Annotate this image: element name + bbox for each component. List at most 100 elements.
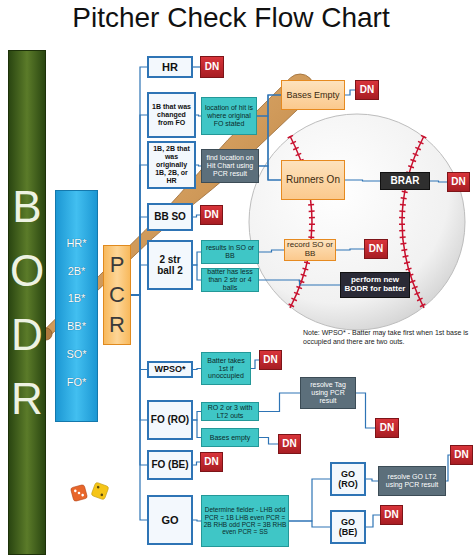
connector-line bbox=[193, 252, 201, 265]
done-box: DN bbox=[355, 80, 379, 100]
state-box: Runners On bbox=[281, 160, 345, 200]
node-text: DN bbox=[369, 243, 383, 254]
process-box: resolve GO LT2 using PCR result bbox=[378, 466, 446, 496]
done-box: DN bbox=[450, 445, 473, 465]
result-list-box: HR*2B*1B*BB*SO*FO* bbox=[55, 190, 98, 422]
outcome-box: HR bbox=[147, 56, 193, 78]
outcome-box: GO (RO) bbox=[330, 462, 366, 496]
node-text: DN bbox=[360, 84, 374, 95]
die-body bbox=[70, 484, 87, 501]
connector-line bbox=[345, 180, 380, 181]
outcome-box: FO (RO) bbox=[147, 400, 193, 440]
outcome-box: GO (BE) bbox=[330, 510, 366, 544]
done-box: DN bbox=[200, 205, 223, 225]
die-pip bbox=[100, 493, 103, 496]
process-box: results in SO or BB bbox=[201, 240, 259, 264]
die bbox=[91, 482, 109, 500]
done-box: DN bbox=[447, 172, 470, 192]
process-box: Determine fielder - LHB odd PCR = 1B LHB… bbox=[201, 495, 289, 547]
node-text: PCR bbox=[107, 250, 127, 340]
node-text: Batter takes 1st if unoccupied bbox=[203, 357, 249, 380]
connector-line bbox=[193, 215, 200, 217]
node-text: Bases Empty bbox=[286, 90, 339, 100]
process-box: perform new BODR for batter bbox=[340, 272, 410, 298]
done-box: DN bbox=[200, 56, 224, 78]
node-text: DN bbox=[263, 354, 277, 365]
baseball bbox=[249, 114, 465, 330]
connector-line bbox=[259, 438, 278, 445]
connector-line bbox=[257, 95, 281, 116]
node-text: results in SO or BB bbox=[203, 244, 257, 260]
connector-line bbox=[366, 479, 378, 481]
connector-line bbox=[193, 369, 201, 370]
connector-line bbox=[131, 265, 147, 295]
note-text: Note: WPSO* - Batter may take first when… bbox=[303, 329, 473, 347]
node-text: WPSO* bbox=[154, 364, 185, 374]
node-text: DN bbox=[380, 422, 394, 433]
connector-line bbox=[131, 165, 147, 295]
connector-line bbox=[131, 295, 147, 370]
node-text: GO (BE) bbox=[333, 517, 363, 537]
connector-line bbox=[131, 295, 147, 420]
die-body bbox=[91, 482, 109, 500]
connector-line bbox=[289, 479, 330, 521]
process-box: Batter takes 1st if unoccupied bbox=[201, 352, 251, 385]
connector-line bbox=[289, 521, 330, 527]
connector-line bbox=[251, 360, 259, 369]
done-box: DN bbox=[259, 350, 282, 370]
connector-line bbox=[356, 393, 375, 428]
node-text: resolve GO LT2 using PCR result bbox=[380, 473, 444, 489]
done-box: DN bbox=[375, 418, 399, 438]
connector-line bbox=[366, 515, 380, 527]
node-text: 1B that was changed from FO bbox=[150, 103, 193, 126]
done-box: DN bbox=[364, 239, 388, 259]
outcome-box: 2 str ball 2 bbox=[147, 240, 193, 290]
node-text: FO (RO) bbox=[151, 414, 189, 425]
die-pip bbox=[97, 485, 100, 488]
connector-line bbox=[193, 520, 201, 521]
connector-line bbox=[131, 217, 147, 295]
connector-line bbox=[259, 95, 281, 166]
connector-line bbox=[193, 412, 201, 421]
node-text: Bases empty bbox=[210, 434, 250, 442]
node-text: GO (RO) bbox=[333, 469, 363, 489]
node-text: location of hit is where original FO sta… bbox=[203, 104, 255, 127]
die bbox=[70, 484, 87, 501]
connector-line bbox=[259, 250, 284, 252]
node-text: perform new BODR for batter bbox=[341, 276, 409, 294]
node-text: DN bbox=[204, 456, 218, 467]
node-text: DN bbox=[204, 209, 218, 220]
done-box: DN bbox=[278, 434, 301, 454]
state-box: record SO or BB bbox=[284, 239, 336, 261]
node-text: 2 str ball 2 bbox=[150, 254, 190, 276]
node-text: HR bbox=[162, 61, 178, 73]
connector-line bbox=[193, 265, 201, 280]
node-text: 2B* bbox=[68, 265, 86, 277]
connector-line bbox=[193, 66, 200, 67]
node-text: DN bbox=[384, 509, 398, 520]
node-text: resolve Tag using PCR result bbox=[302, 381, 354, 404]
process-box: resolve Tag using PCR result bbox=[300, 377, 356, 409]
node-text: BB SO bbox=[154, 211, 186, 222]
node-text: DN bbox=[454, 449, 468, 460]
node-text: RO 2 or 3 with LT2 outs bbox=[203, 404, 257, 420]
connector-line bbox=[259, 393, 300, 412]
done-box: DN bbox=[380, 505, 403, 525]
node-text: FO (BE) bbox=[151, 459, 188, 470]
connector-line bbox=[193, 462, 200, 465]
outcome-box: GO bbox=[147, 495, 193, 545]
connector-line bbox=[430, 181, 447, 182]
node-text: GO bbox=[161, 514, 178, 526]
die-pip bbox=[74, 489, 77, 492]
state-box: Bases Empty bbox=[281, 80, 345, 110]
connector-line bbox=[131, 295, 147, 520]
connector-line bbox=[257, 116, 281, 180]
node-text: 1B, 2B that was originally 1B, 2B, or HR bbox=[150, 145, 193, 184]
process-box: RO 2 or 3 with LT2 outs bbox=[201, 402, 259, 421]
process-box: find location on Hit Chart using PCR res… bbox=[201, 149, 259, 183]
outcome-box: 1B that was changed from FO bbox=[147, 92, 196, 138]
node-text: BB* bbox=[67, 320, 86, 332]
node-text: DN bbox=[205, 61, 219, 72]
connector-line bbox=[193, 420, 201, 438]
node-text: SO* bbox=[66, 348, 86, 360]
